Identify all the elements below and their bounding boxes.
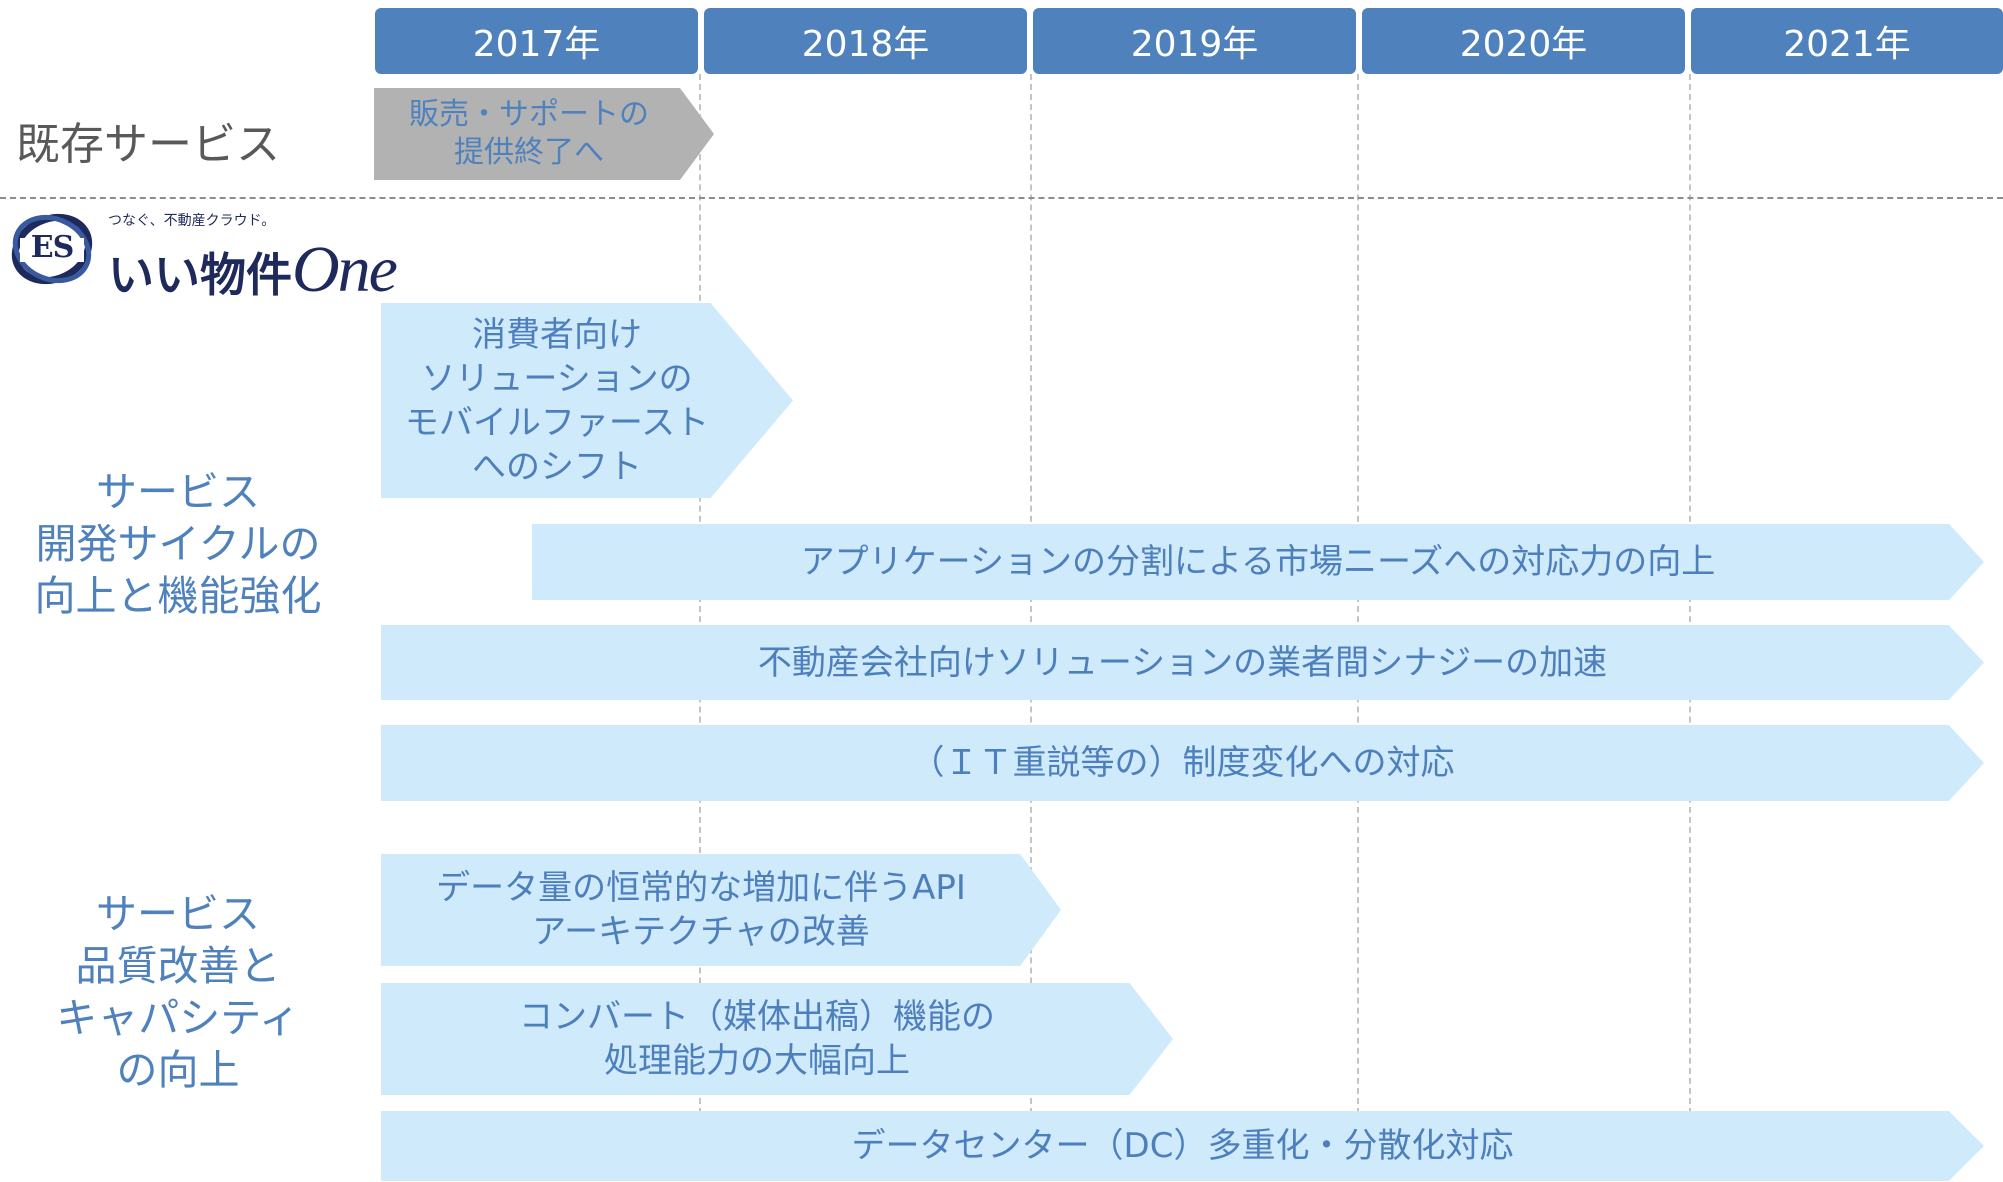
section-label-development: サービス 開発サイクルの 向上と機能強化 <box>18 466 338 622</box>
roadmap-arrow-convert: コンバート（媒体出稿）機能の 処理能力の大幅向上 <box>381 983 1173 1095</box>
arrow-text-line: へのシフト <box>472 446 642 487</box>
arrow-text-line: コンバート（媒体出稿）機能の <box>519 997 995 1037</box>
roadmap-arrow-synergy: 不動産会社向けソリューションの業者間シナジーの加速 <box>381 625 1984 700</box>
section-label-line: の向上 <box>116 1046 240 1094</box>
section-separator <box>0 197 2003 199</box>
arrow-text-line: 消費者向け <box>472 314 642 355</box>
roadmap-arrow-regulation: （ＩＴ重説等の）制度変化への対応 <box>381 725 1984 801</box>
arrow-text-line: アプリケーションの分割による市場ニーズへの対応力の向上 <box>800 542 1716 582</box>
existing-services-label: 既存サービス <box>16 119 280 170</box>
section-label-line: キャパシティ <box>56 994 300 1042</box>
logo-tagline: つなぐ、不動産クラウド。 <box>108 213 276 229</box>
logo-name: いい物件One <box>108 232 398 308</box>
roadmap-arrow-datacenter: データセンター（DC）多重化・分散化対応 <box>381 1111 1984 1181</box>
year-header-2020: 2020年 <box>1362 8 1685 74</box>
section-label-line: 品質改善と <box>75 942 281 990</box>
year-header-2017: 2017年 <box>375 8 698 74</box>
arrow-text-line: 不動産会社向けソリューションの業者間シナジーの加速 <box>757 642 1608 683</box>
roadmap-arrow-app-split: アプリケーションの分割による市場ニーズへの対応力の向上 <box>532 524 1984 600</box>
year-header-2019: 2019年 <box>1033 8 1356 74</box>
arrow-text-line: 販売・サポートの <box>409 97 649 132</box>
section-label-quality: サービス 品質改善と キャパシティ の向上 <box>18 888 338 1096</box>
iibukken-one-logo: ES つなぐ、不動産クラウド。 いい物件One <box>8 206 428 306</box>
arrow-text-line: データ量の恒常的な増加に伴うAPI <box>436 868 966 908</box>
year-header-2018: 2018年 <box>704 8 1027 74</box>
section-label-line: サービス <box>96 468 260 516</box>
arrow-text-line: 提供終了へ <box>454 135 604 170</box>
es-emblem-icon <box>11 213 93 285</box>
section-label-line: サービス <box>96 890 260 938</box>
section-label-line: 開発サイクルの <box>35 520 321 568</box>
roadmap-arrow-api-architecture: データ量の恒常的な増加に伴うAPI アーキテクチャの改善 <box>381 854 1061 966</box>
arrow-text-line: （ＩＴ重説等の）制度変化への対応 <box>910 743 1455 783</box>
existing-service-arrow: 販売・サポートの 提供終了へ <box>374 88 714 180</box>
year-header-2021: 2021年 <box>1691 8 2003 74</box>
logo-name-one: One <box>292 233 398 306</box>
arrow-text-line: モバイルファースト <box>404 402 710 443</box>
arrow-text-line: アーキテクチャの改善 <box>532 912 870 952</box>
logo-es-text: ES <box>30 230 75 265</box>
section-label-line: 向上と機能強化 <box>34 572 322 620</box>
arrow-text-line: データセンター（DC）多重化・分散化対応 <box>851 1126 1514 1166</box>
arrow-text-line: ソリューションの <box>421 358 693 399</box>
roadmap-arrow-mobile-first: 消費者向け ソリューションの モバイルファースト へのシフト <box>381 303 793 498</box>
logo-name-jp: いい物件 <box>108 248 292 302</box>
arrow-text-line: 処理能力の大幅向上 <box>604 1041 910 1081</box>
